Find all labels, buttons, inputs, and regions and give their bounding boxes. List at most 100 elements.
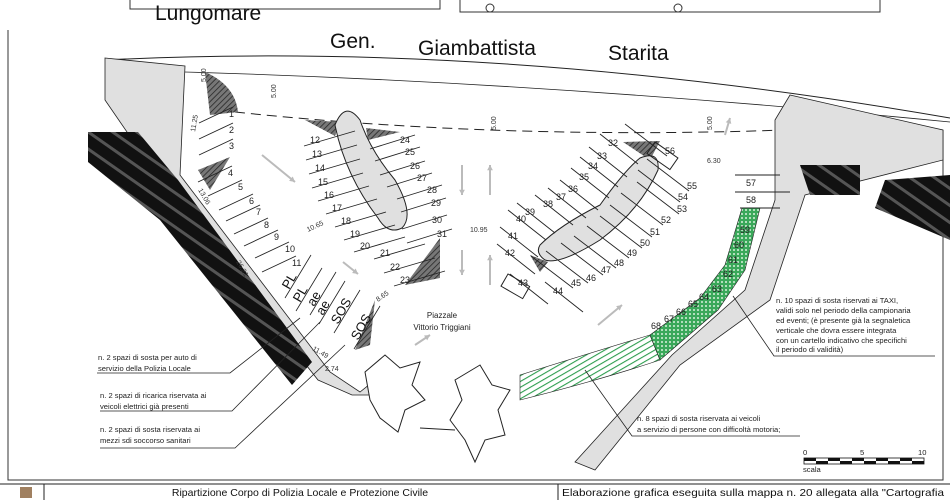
note-electric: n. 2 spazi di ricarica riservata ai veic… [100,321,321,412]
note-text: il periodo di validità) [776,345,844,354]
stall-number: 49 [627,248,637,258]
tree-icon [364,354,426,433]
note-text: veicoli elettrici già presenti [100,402,189,411]
parking-stall: 34 [579,156,619,188]
parking-stall: 14 [308,158,361,175]
parking-stall: 17 [325,198,378,215]
scale-segment [828,458,840,461]
dimension-label: 5.00 [201,68,208,82]
scale-segment [912,461,924,464]
parking-stall: 4 [197,165,233,183]
stall-line [588,146,628,178]
stall-line [308,158,361,175]
parking-stall: 29 [400,197,447,213]
stall-line [620,192,664,226]
stall-number: 5 [238,182,243,192]
square-name-line2: Vittorio Triggiani [413,323,470,332]
parking-stall: 49 [586,225,637,259]
dimension-label: 5.00 [271,84,278,98]
note-police: n. 2 spazi di sosta per auto di servizio… [97,317,301,374]
scale-tick: 0 [803,448,807,457]
parking-stall: 38 [534,194,574,226]
dimension-label: 8.65 [375,290,390,304]
traffic-arrow-icon [261,154,296,183]
scale-segment [900,458,912,461]
stall-line [646,158,690,192]
stall-number: 3 [229,141,234,151]
parking-stall: 23 [393,270,446,287]
stall-number: 64 [699,292,709,302]
stall-line [544,281,584,313]
stall-number: 59 [740,225,750,235]
stall-number: 44 [553,286,563,296]
stall-number: 32 [608,138,618,148]
scale-segment [876,458,888,461]
stall-line [374,146,421,162]
parking-stall: 22 [383,257,436,274]
parking-stall: 10 [254,241,295,259]
stall-number: 60 [734,240,744,250]
stall-number: 38 [543,199,553,209]
stall-line [333,289,361,334]
stall-line [254,241,290,259]
office-name: Ripartizione Corpo di Polizia Locale e P… [172,487,428,499]
parking-stall: 54 [637,169,688,203]
traffic-arrow-icon [459,165,465,195]
tree-icon [449,364,511,464]
stall-number: 26 [410,161,420,171]
scale-tick: 10 [918,448,926,457]
stall-number: 33 [597,151,607,161]
stall-line [406,228,453,244]
stall-number: 30 [432,215,442,225]
stall-number: 36 [568,184,578,194]
right-sidewalk [574,94,944,471]
parking-stall: 6 [218,193,254,211]
parking-stall: 57 [746,178,756,188]
parking-stall: 12 [303,130,356,147]
special-stall-code: PL [290,283,311,304]
parking-stall: 61 [728,255,738,265]
traffic-arrow-icon [597,304,623,326]
parking-stall: 30 [401,214,448,230]
stall-number: 68 [651,321,661,331]
parking-stall: 25 [374,146,421,162]
dimension-label: 5.00 [491,116,498,130]
parking-stall: 37 [547,187,587,219]
note-text: verticale che dovra essere integrata [776,326,897,335]
special-stall-code: ae [313,297,333,317]
parking-stall: 8 [233,217,269,235]
stall-number: 66 [676,307,686,317]
parking-stall: 47 [560,242,611,276]
right-building [875,175,950,240]
parking-stall: 11 [261,255,301,273]
dimension-label: 2.74 [325,366,339,373]
drawing-frame [7,30,944,481]
title-block: Ripartizione Corpo di Polizia Locale e P… [0,483,950,500]
traffic-arrow-icon [487,165,493,195]
left-building [88,132,312,385]
note-text: a servizio di persone con difficoltà mot… [637,425,780,434]
traffic-arrows [261,117,732,346]
stall-line [516,202,556,234]
note-text: n. 2 spazi di ricarica riservata ai [100,391,207,400]
parking-stall: 63 [712,284,722,294]
stall-number: 53 [677,204,687,214]
parking-stall: 59 [740,225,750,235]
parking-stall: 44 [544,281,584,313]
stall-number: 13 [312,149,322,159]
stall-box [500,273,531,300]
note-text: n. 2 spazi di sosta per auto di [98,353,197,362]
stall-number: 12 [310,135,320,145]
note-text: con un cartello indicativo che specifich… [776,336,907,345]
stall-number: 57 [746,178,756,188]
drawing-note: Elaborazione grafica eseguita sulla mapp… [562,487,944,499]
stall-number: 50 [640,238,650,248]
stall-number: 31 [437,229,447,239]
stall-number: 18 [341,216,351,226]
parking-stall: 16 [317,185,370,202]
stall-line [393,270,446,287]
parking-stall: 68 [651,321,661,331]
stall-number: 65 [688,299,698,309]
parking-stall: 21 [373,243,426,260]
